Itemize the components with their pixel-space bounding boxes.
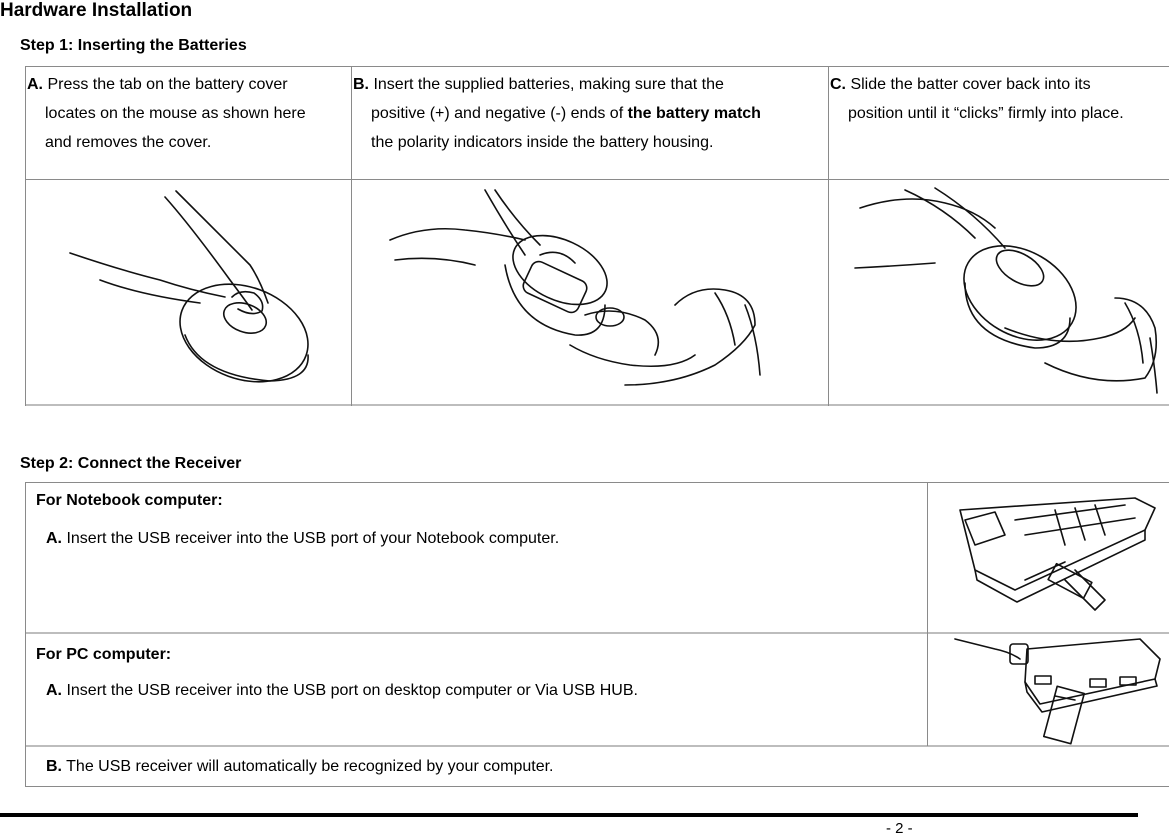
notebook-instruction: A. Insert the USB receiver into the USB …: [46, 530, 559, 548]
text-line: locates on the mouse as shown here: [45, 105, 306, 122]
step-marker: B.: [46, 758, 62, 775]
text-line: position until it “clicks” firmly into p…: [848, 105, 1124, 122]
table-border-bottom: [25, 786, 1169, 787]
table-border-top: [25, 482, 1169, 483]
text-line: the polarity indicators inside the batte…: [371, 134, 714, 151]
sliding-cover-illustration: [854, 187, 1158, 394]
step2-heading: Step 2: Connect the Receiver: [20, 455, 242, 472]
step-marker: A.: [46, 530, 62, 547]
step-marker: A.: [27, 76, 43, 93]
page-number: - 2 -: [886, 820, 913, 837]
text-line: Insert the USB receiver into the USB por…: [62, 530, 560, 547]
text-line: positive (+) and negative (-) ends of: [371, 105, 628, 122]
notebook-usb-illustration: [959, 497, 1156, 611]
text-line: Insert the USB receiver into the USB por…: [62, 682, 638, 699]
notebook-heading: For Notebook computer:: [36, 492, 223, 509]
table-border-left: [25, 66, 26, 406]
text-line: The USB receiver will automatically be r…: [62, 758, 554, 775]
finger-pressing-mouse-illustration: [69, 190, 309, 383]
step1-heading: Step 1: Inserting the Batteries: [20, 37, 247, 54]
text-line: Press the tab on the battery cover: [43, 76, 288, 93]
table-col-divider: [351, 66, 352, 406]
table-border-top: [25, 66, 1169, 67]
table-border-left: [25, 482, 26, 787]
usb-hub-illustration: [954, 638, 1161, 745]
page-title: Hardware Installation: [0, 0, 193, 21]
step2-table: [25, 482, 1169, 788]
step1-col-c-text: C. Slide the batter cover back into its …: [830, 70, 1169, 128]
step-marker: A.: [46, 682, 62, 699]
table-row-divider: [25, 632, 1169, 634]
auto-recognize-instruction: B. The USB receiver will automatically b…: [46, 758, 553, 776]
pc-heading: For PC computer:: [36, 646, 172, 663]
bold-text: the battery match: [627, 105, 761, 122]
step1-col-a-text: A. Press the tab on the battery cover lo…: [27, 70, 352, 157]
text-line: Slide the batter cover back into its: [846, 76, 1091, 93]
step-marker: B.: [353, 76, 369, 93]
step-marker: C.: [830, 76, 846, 93]
text-line: and removes the cover.: [45, 134, 212, 151]
step1-col-b-text: B. Insert the supplied batteries, making…: [353, 70, 831, 157]
text-line: Insert the supplied batteries, making su…: [369, 76, 724, 93]
inserting-batteries-illustration: [389, 189, 761, 386]
pc-instruction: A. Insert the USB receiver into the USB …: [46, 682, 638, 700]
table-row-divider: [25, 745, 1169, 747]
table-border-bottom: [25, 404, 1169, 406]
table-col-divider: [927, 482, 928, 746]
footer-rule: [0, 813, 1138, 817]
step1-table: [25, 63, 1169, 407]
table-col-divider: [828, 66, 829, 406]
table-row-divider: [25, 179, 1169, 180]
